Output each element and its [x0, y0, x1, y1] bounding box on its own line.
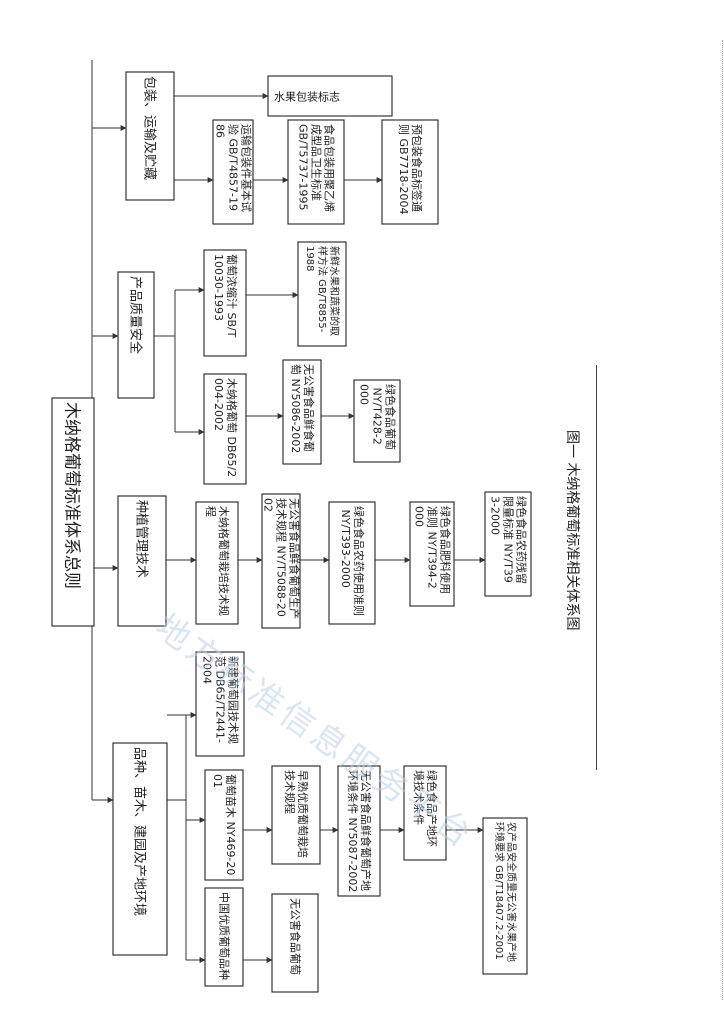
node-label-c2a: 木纳格葡萄栽培技术规程 [204, 506, 231, 616]
node-box-c3c [282, 359, 322, 465]
node-box-c3a [203, 373, 247, 485]
node-box-c3d [297, 241, 347, 347]
node-label-c4d: 预包装食品标签通则 GB7718-2004 [397, 124, 424, 215]
node-label-c1f: 农产品安全质量无公害水果产地环境要求 GB/T18407.2-2001 [493, 822, 518, 962]
node-label-c1h: 无公害食品葡萄 [289, 898, 303, 975]
node-root: 木纳格葡萄标准体系总则 [51, 397, 95, 627]
scan-edge [712, 40, 723, 1000]
node-box-c1f [482, 817, 528, 975]
node-label-c4: 包装、运输及贮藏 [142, 76, 158, 180]
node-label-c2c: 绿色食品农药使用准则 NY/T393-2000 [339, 506, 366, 616]
node-c2: 种植管理技术 [117, 495, 167, 627]
node-c4c: 食品包装用聚乙烯成型品卫生标准 GB/T5737-1995 [287, 119, 345, 225]
node-box-root [51, 397, 95, 627]
node-label-c4c: 食品包装用聚乙烯成型品卫生标准 GB/T5737-1995 [297, 124, 337, 212]
node-box-c1a [195, 651, 245, 757]
node-c4b: 运输包装件基本试验 GB/T4857-1986 [212, 119, 254, 225]
node-label-c2e: 绿色食品农药残留限量标准 NY/T393-2000 [489, 496, 529, 584]
node-box-c1h [271, 893, 319, 993]
node-label-c3b: 葡萄浓缩汁 SB/T10030-1993 [212, 254, 238, 338]
node-label-c4b: 运输包装件基本试验 GB/T4857-1986 [214, 124, 254, 212]
node-c2a: 木纳格葡萄栽培技术规程 [195, 501, 239, 625]
node-c1e: 绿色食品产地环境技术条件 [403, 765, 447, 861]
node-box-c3e [353, 379, 401, 463]
node-box-c2e [484, 491, 532, 597]
node-c2e: 绿色食品农药残留限量标准 NY/T393-2000 [484, 491, 532, 597]
node-label-c2: 种植管理技术 [134, 500, 149, 578]
node-box-c4d [381, 119, 439, 225]
node-c1: 品种、苗木、建园及产地环境 [112, 742, 168, 956]
node-box-c4 [125, 71, 175, 201]
node-c1b: 葡萄苗木 NY469-2001 [204, 769, 244, 881]
node-box-c1g [204, 887, 244, 987]
node-box-c2b [261, 493, 301, 629]
node-label-c1d: 无公害食品鲜食葡萄产地环境条件 NY5087-2002 [346, 770, 373, 892]
node-c4a: 水果包装标志 [267, 75, 393, 117]
node-c1f: 农产品安全质量无公害水果产地环境要求 GB/T18407.2-2001 [482, 817, 528, 975]
node-box-c2c [328, 501, 376, 625]
node-box-c2 [117, 495, 167, 627]
node-box-c4c [287, 119, 345, 225]
node-label-c3a: 木纳格葡萄 DB65/2004-2002 [212, 378, 239, 477]
node-box-c1c [271, 765, 321, 865]
node-box-c2d [409, 501, 455, 607]
node-c1c: 早熟优质葡萄栽培技术规程 [271, 765, 321, 865]
node-c4d: 预包装食品标签通则 GB7718-2004 [381, 119, 439, 225]
node-label-c3e: 绿色食品葡萄 NY/T428-2000 [358, 384, 398, 450]
node-label-c1c: 早熟优质葡萄栽培技术规程 [283, 770, 310, 858]
node-c1h: 无公害食品葡萄 [271, 893, 319, 993]
node-box-c4a [267, 75, 393, 117]
node-label-c1e: 绿色食品产地环境技术条件 [412, 770, 439, 847]
caption-rule [596, 365, 597, 770]
node-box-c3 [117, 271, 155, 399]
figure-caption: 图一 木纳格葡萄标准相关体系图 [564, 430, 580, 631]
node-c4: 包装、运输及贮藏 [125, 71, 175, 201]
node-box-c1b [204, 769, 244, 881]
node-c2d: 绿色食品肥料使用准则 NY/T394-2000 [409, 501, 455, 607]
node-label-c4a: 水果包装标志 [274, 90, 340, 104]
node-c3a: 木纳格葡萄 DB65/2004-2002 [203, 373, 247, 485]
node-box-c1d [337, 765, 381, 897]
node-c3c: 无公害食品鲜食葡萄 NY5086-2002 [282, 359, 322, 465]
node-label-c3d: 新鲜水果和蔬菜的取样方法 GB/T8855-1988 [304, 246, 341, 336]
node-c1d: 无公害食品鲜食葡萄产地环境条件 NY5087-2002 [337, 765, 381, 897]
node-label-c3c: 无公害食品鲜食葡萄 NY5086-2002 [289, 364, 316, 453]
node-label-c1b: 葡萄苗木 NY469-2001 [211, 774, 237, 875]
node-c1g: 中国优质葡萄品种 [204, 887, 244, 987]
node-box-c1 [112, 742, 168, 956]
node-label-c1a: 新建葡萄园技术规范 DB65/T2441-2004 [201, 656, 241, 744]
node-c3e: 绿色食品葡萄 NY/T428-2000 [353, 379, 401, 463]
node-label-c1g: 中国优质葡萄品种 [218, 892, 232, 980]
node-c3b: 葡萄浓缩汁 SB/T10030-1993 [203, 249, 247, 357]
node-box-c4b [212, 119, 254, 225]
node-c2b: 无公害食品鲜食葡萄生产技术规程 NY/T5088-2002 [261, 493, 302, 629]
node-label-c3: 产品质量安全 [128, 276, 144, 354]
node-c2c: 绿色食品农药使用准则 NY/T393-2000 [328, 501, 376, 625]
node-c3: 产品质量安全 [117, 271, 155, 399]
node-box-c1e [403, 765, 447, 861]
node-box-c2a [195, 501, 239, 625]
node-label-c1: 品种、苗木、建园及产地环境 [132, 747, 147, 916]
node-label-c2d: 绿色食品肥料使用准则 NY/T394-2000 [413, 506, 453, 594]
node-label-root: 木纳格葡萄标准体系总则 [62, 402, 82, 589]
node-box-c3b [203, 249, 247, 357]
node-label-c2b: 无公害食品鲜食葡萄生产技术规程 NY/T5088-2002 [262, 498, 302, 619]
node-c3d: 新鲜水果和蔬菜的取样方法 GB/T8855-1988 [297, 241, 347, 347]
node-c1a: 新建葡萄园技术规范 DB65/T2441-2004 [195, 651, 245, 757]
